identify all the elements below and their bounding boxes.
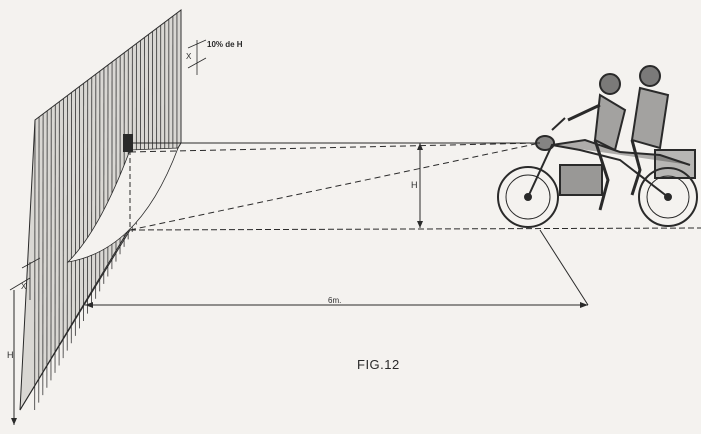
wall-screen (20, 10, 181, 410)
distance-label: 6m. (328, 296, 341, 305)
distance-extension (540, 230, 588, 305)
h-label-bike: H (411, 180, 418, 190)
beam-line-lower (130, 143, 540, 230)
beam-line (130, 143, 540, 152)
x-label-top: X (186, 52, 191, 61)
percent-of-h-note: 10% de H (207, 40, 243, 49)
x-label-wall: X (21, 282, 26, 291)
motorcycle-with-two-riders-icon (498, 66, 697, 227)
ground-line (130, 228, 701, 230)
figure-caption: FIG.12 (357, 357, 400, 372)
h-label-wall: H (7, 350, 14, 360)
